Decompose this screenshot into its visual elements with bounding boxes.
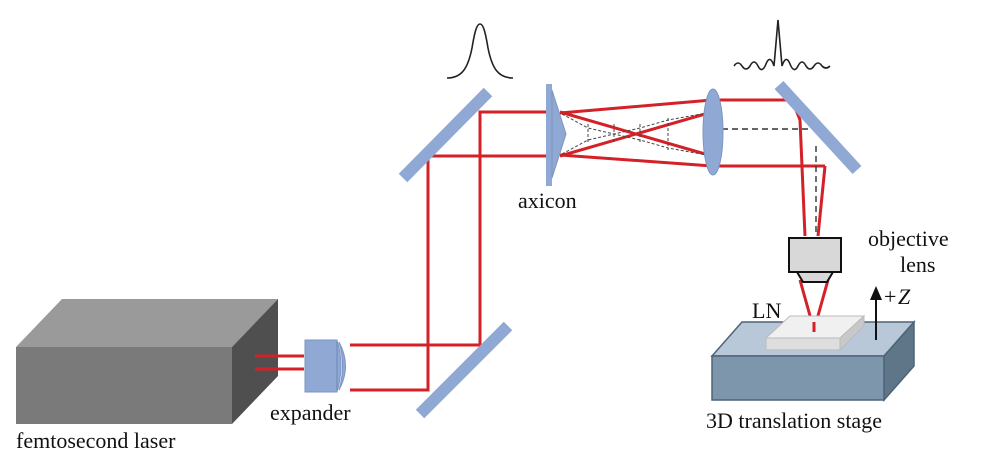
arrow-up-icon (870, 286, 882, 340)
lower-mirror (415, 321, 513, 419)
z-axis-label: Z (898, 284, 911, 309)
objective-lens (788, 237, 842, 283)
translation-stage-label: 3D translation stage (706, 408, 882, 433)
femtosecond-laser (16, 299, 278, 424)
femtosecond-laser-label: femtosecond laser (16, 428, 176, 453)
convex-lens (702, 88, 724, 176)
expander-label: expander (270, 400, 351, 425)
translation-stage (710, 320, 916, 402)
z-axis-sign: + (884, 284, 896, 309)
laser-side-face (232, 299, 278, 424)
ln-sample-label: LN (752, 298, 781, 323)
stage-front-face (711, 355, 885, 401)
right-mirror (774, 80, 862, 175)
expander-lens (304, 339, 346, 393)
laser-front-face (16, 347, 232, 424)
bessel-profile-icon (733, 19, 831, 71)
alignment-guide (712, 128, 817, 236)
objective-lens-label-line1: objective (868, 226, 949, 251)
upper-mirror (398, 87, 493, 183)
axicon-label: axicon (518, 188, 577, 213)
gaussian-profile-icon (446, 23, 514, 79)
axicon-element (546, 84, 567, 186)
bessel-zone (561, 111, 713, 157)
objective-lens-label-line2: lens (900, 252, 935, 277)
laser-top-face (16, 299, 278, 347)
